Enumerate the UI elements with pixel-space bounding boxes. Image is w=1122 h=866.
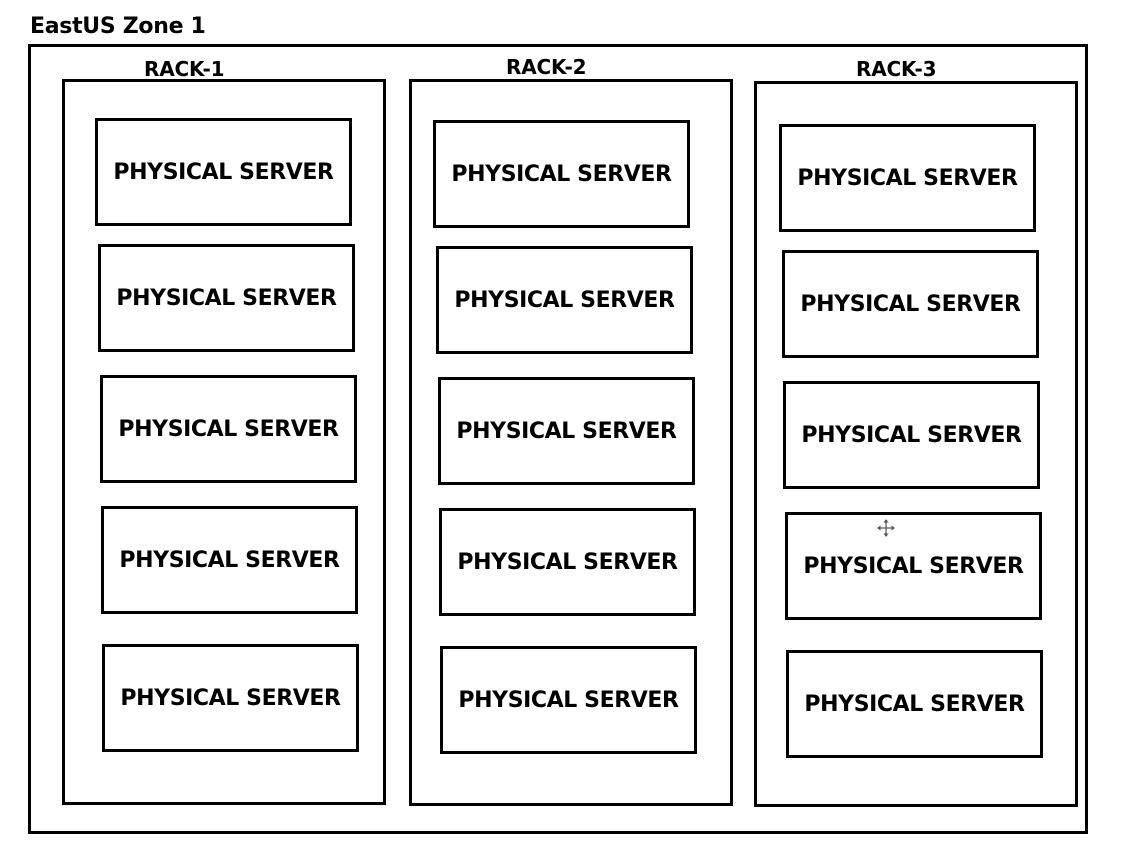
rack-3: [754, 81, 1078, 807]
rack-3-server-5: PHYSICAL SERVER: [786, 650, 1043, 758]
rack-3-server-2: PHYSICAL SERVER: [782, 250, 1039, 358]
rack-1-server-1: PHYSICAL SERVER: [95, 118, 352, 226]
rack-3-server-1: PHYSICAL SERVER: [779, 124, 1036, 232]
rack-3-label: RACK-3: [856, 57, 937, 81]
rack-2-server-1: PHYSICAL SERVER: [433, 120, 690, 228]
rack-1: [62, 79, 386, 805]
rack-2-server-4: PHYSICAL SERVER: [439, 508, 696, 616]
rack-1-server-2: PHYSICAL SERVER: [98, 244, 355, 352]
zone-title: EastUS Zone 1: [30, 14, 206, 39]
rack-1-server-4: PHYSICAL SERVER: [101, 506, 358, 614]
rack-1-server-5: PHYSICAL SERVER: [102, 644, 359, 752]
rack-3-server-3: PHYSICAL SERVER: [783, 381, 1040, 489]
rack-1-server-3: PHYSICAL SERVER: [100, 375, 357, 483]
rack-2: [409, 79, 733, 806]
availability-zone: [28, 44, 1088, 834]
rack-2-server-5: PHYSICAL SERVER: [440, 646, 697, 754]
move-cursor-icon: [877, 519, 895, 537]
rack-2-server-3: PHYSICAL SERVER: [438, 377, 695, 485]
rack-2-server-2: PHYSICAL SERVER: [436, 246, 693, 354]
rack-3-server-4: PHYSICAL SERVER: [785, 512, 1042, 620]
rack-1-label: RACK-1: [144, 57, 225, 81]
rack-2-label: RACK-2: [506, 55, 587, 79]
